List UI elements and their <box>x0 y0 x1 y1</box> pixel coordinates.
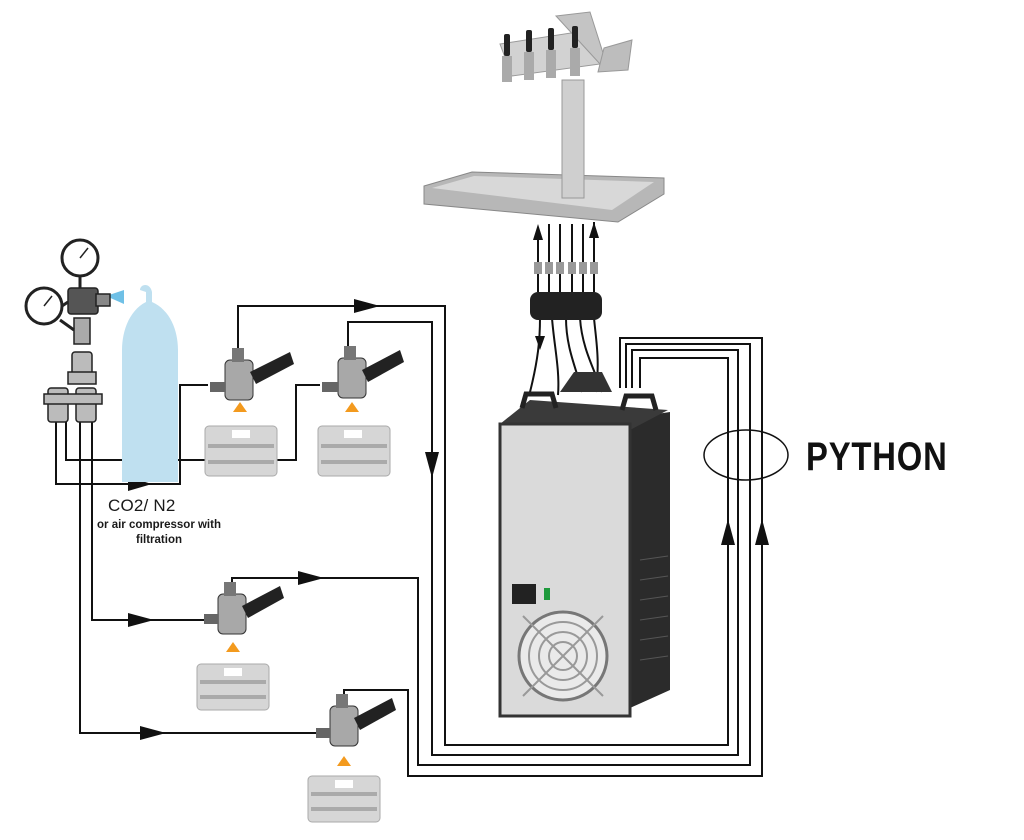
gas-line-2 <box>65 384 320 461</box>
flow-arrows <box>128 222 769 740</box>
keg-coupler-icon <box>316 694 396 747</box>
faucets <box>502 26 580 82</box>
cylinder-valve-arrow <box>106 290 124 304</box>
power-indicator <box>544 588 550 600</box>
flow-arrow-icon <box>721 519 735 545</box>
keg-coupler-icon <box>210 348 294 401</box>
coupler-arrow <box>233 402 247 412</box>
keg-coupler-icon <box>204 582 284 635</box>
python-label: PYTHON <box>806 435 948 479</box>
gas-and-beer-lines <box>55 222 763 777</box>
cooler-side <box>630 412 670 708</box>
cooler-vents <box>639 555 669 661</box>
keg-4 <box>307 694 396 823</box>
flow-arrow-icon <box>354 299 380 313</box>
gas-line-4 <box>79 420 318 734</box>
coupler-arrow <box>226 642 240 652</box>
beer-line-3 <box>231 343 751 766</box>
flow-arrow-icon <box>589 222 599 238</box>
flow-arrow-icon <box>535 336 545 350</box>
line-collar <box>530 292 602 320</box>
tower-line-down-2 <box>551 317 560 396</box>
keg-coupler-icon <box>322 346 404 399</box>
tap-tower <box>423 11 665 320</box>
gas-manifold <box>43 351 103 423</box>
flow-arrow-icon <box>755 519 769 545</box>
regulator <box>24 238 111 423</box>
flow-arrow-icon <box>298 571 324 585</box>
cooler-control <box>512 584 536 604</box>
fan-icon <box>517 610 609 702</box>
tower-line-down-1 <box>529 317 541 393</box>
gas-cylinder <box>106 285 178 482</box>
coupler-arrow <box>337 756 351 766</box>
gas-line-1 <box>55 384 208 485</box>
keg-3 <box>196 582 284 711</box>
faucet-1 <box>502 34 512 82</box>
beer-line-2 <box>347 321 739 756</box>
flow-arrow-icon <box>425 452 439 478</box>
flow-arrow-icon <box>533 224 543 240</box>
keg-1 <box>204 348 294 477</box>
beer-line-4 <box>343 337 763 777</box>
gas-source-label: CO2/ N2 <box>108 496 176 515</box>
faucet-4 <box>570 26 580 76</box>
gas-line-3 <box>91 420 206 621</box>
gas-source-note: or air compressor with filtration <box>97 519 221 546</box>
faucet-3 <box>546 28 556 78</box>
tower-fittings <box>534 262 598 274</box>
beer-cooler <box>498 372 670 718</box>
faucet-2 <box>524 30 534 80</box>
pressure-gauge-icon <box>60 238 100 278</box>
coupler-arrow <box>345 402 359 412</box>
keg-2 <box>317 346 404 477</box>
tower-column <box>561 79 585 199</box>
beer-line-1 <box>237 305 729 746</box>
flow-arrow-icon <box>140 726 166 740</box>
python-ellipse <box>703 429 789 481</box>
pressure-gauge-icon <box>24 286 64 326</box>
flow-arrow-icon <box>128 613 154 627</box>
